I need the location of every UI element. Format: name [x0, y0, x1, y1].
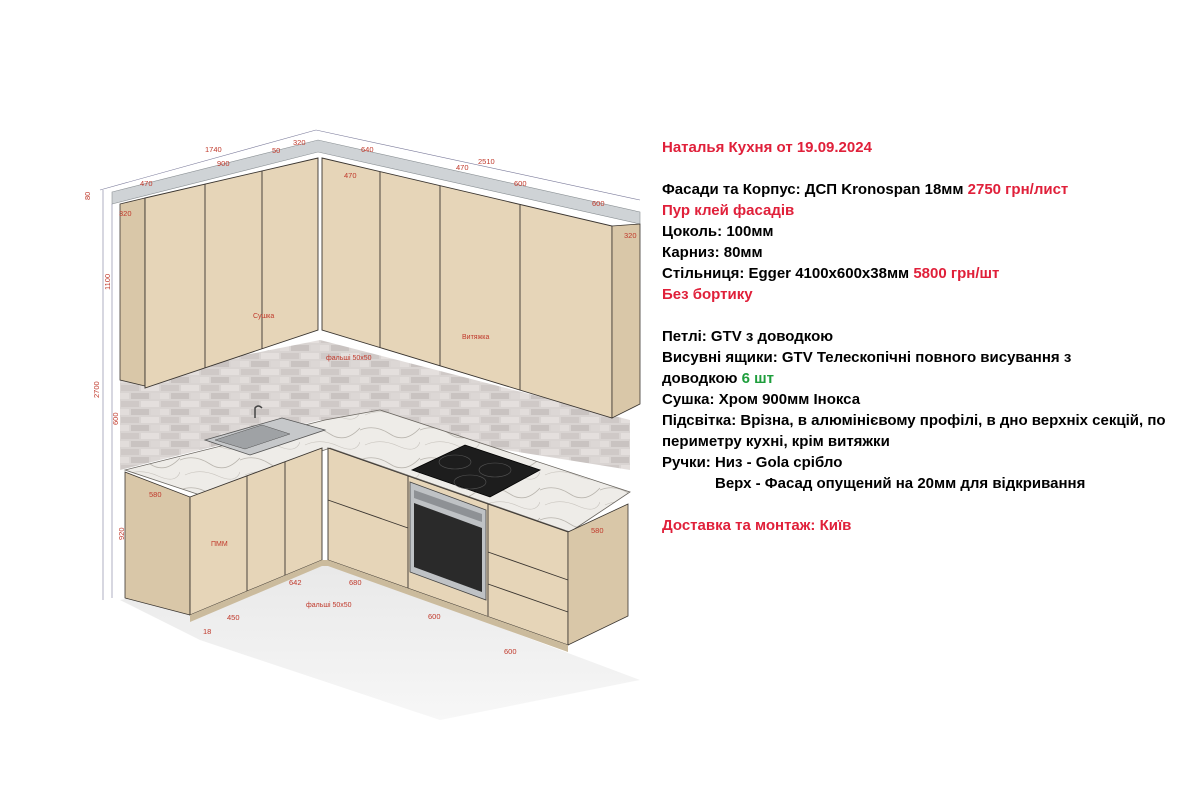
spec-dryer: Сушка: Хром 900мм Інокса [662, 391, 861, 408]
lower-right-side [567, 503, 629, 646]
label-dryer: Сушка [253, 313, 274, 320]
dim-920: 920 [117, 527, 126, 540]
spec-handles-bottom: Ручки: Низ - Gola срібло [662, 454, 843, 471]
spec-facades: Фасади та Корпус: ДСП Kronospan 18мм 275… [662, 181, 1069, 198]
backsplash-right [320, 340, 630, 470]
spec-drawers-1: Висувні ящики: GTV Телескопічні повного … [662, 349, 1072, 366]
dim-1100: 1100 [103, 274, 112, 290]
spec-cornice: Карниз: 80мм [662, 244, 763, 261]
dim-2510: 2510 [478, 157, 495, 166]
dim-900: 900 [217, 159, 230, 168]
spec-drawers-2: доводкою 6 шт [662, 370, 775, 387]
dim-600-right-a: 600 [514, 179, 527, 188]
dim-580-right: 580 [591, 526, 604, 535]
spec-lighting-1: Підсвітка: Врізна, в алюмінієвому профіл… [662, 412, 1166, 429]
label-hood: Витяжка [462, 334, 489, 341]
dim-600-floor-a: 600 [428, 612, 441, 621]
dim-600-right-b: 600 [592, 199, 605, 208]
dim-1740: 1740 [205, 145, 222, 154]
specification-panel: Наталья Кухня от 19.09.2024 Фасади та Ко… [662, 137, 1182, 536]
spec-hinges: Петлі: GTV з доводкою [662, 328, 834, 345]
dim-640: 640 [361, 145, 374, 154]
dim-50: 50 [272, 146, 280, 155]
label-filler-top: фальші 50х50 [326, 354, 372, 362]
dim-320-left: 320 [119, 209, 132, 218]
dimension-lines [99, 129, 641, 600]
spec-facades-price: 2750 грн/лист [967, 181, 1069, 198]
spec-no-edge: Без бортику [662, 286, 753, 303]
dim-470-top-left: 470 [140, 179, 153, 188]
dim-680: 680 [349, 578, 362, 587]
spec-handles-top: Верх - Фасад опущений на 20мм для відкри… [715, 475, 1086, 492]
dim-80: 80 [83, 192, 92, 200]
dim-320-top: 320 [293, 138, 306, 147]
dim-18: 18 [203, 627, 211, 636]
spec-drawers-count: 6 шт [741, 370, 775, 387]
floor [120, 560, 640, 720]
plinth [190, 560, 568, 652]
upper-left-cabinets [144, 157, 319, 389]
dim-470-right-a: 470 [344, 171, 357, 180]
dim-320-right: 320 [624, 231, 637, 240]
spec-countertop: Стільниця: Egger 4100х600х38мм 5800 грн/… [662, 265, 1000, 282]
dim-580-base: 580 [149, 490, 162, 499]
spec-plinth: Цоколь: 100мм [662, 223, 774, 240]
spec-title: Наталья Кухня от 19.09.2024 [662, 139, 872, 156]
dim-642: 642 [289, 578, 302, 587]
spec-lighting-2: периметру кухні, крім витяжки [662, 433, 890, 450]
dim-450: 450 [227, 613, 240, 622]
label-dishwasher: ПММ [211, 541, 228, 548]
upper-right-side [611, 223, 641, 419]
cooktop [410, 444, 542, 498]
spec-countertop-price: 5800 грн/шт [913, 265, 1000, 282]
dim-2700: 2700 [92, 381, 101, 398]
dim-600-left: 600 [111, 412, 120, 425]
spec-glue: Пур клей фасадів [662, 202, 795, 219]
spec-delivery: Доставка та монтаж: Київ [662, 517, 852, 534]
label-filler-bottom: фальші 50х50 [306, 601, 352, 609]
dim-470-right-b: 470 [456, 163, 469, 172]
upper-left-side [119, 197, 146, 387]
dim-600-floor-b: 600 [504, 647, 517, 656]
